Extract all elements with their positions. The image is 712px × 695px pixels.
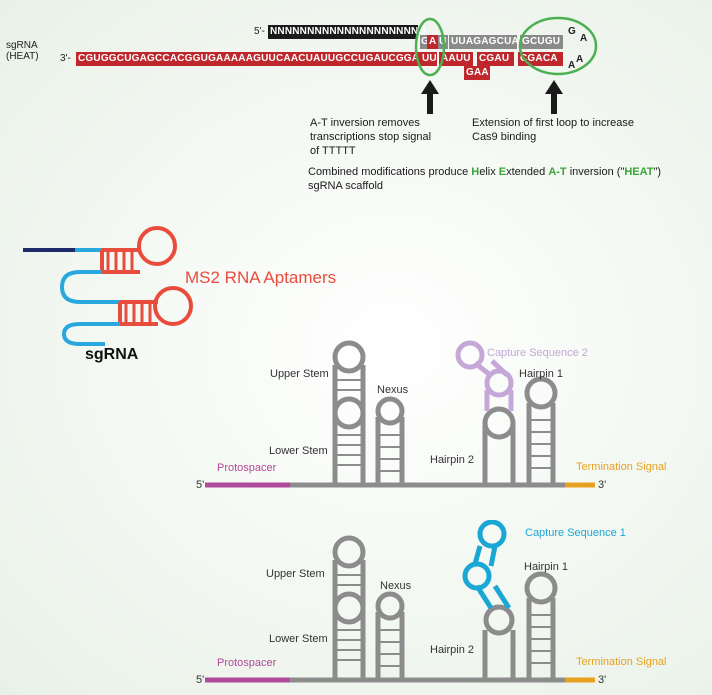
combined-e: E <box>498 166 507 178</box>
capture-sequence-2-loop <box>455 340 514 411</box>
nexus-label-1: Nexus <box>377 384 409 396</box>
at-inversion-note: A-T inversion removes transcriptions sto… <box>310 116 431 158</box>
sgrna-label-line2: (HEAT) <box>6 51 39 62</box>
note1-line3: of TTTTT <box>310 145 356 157</box>
aptamer-loop-2 <box>153 286 193 326</box>
note2-line2: Cas9 binding <box>472 131 537 143</box>
repeat-antirepeat-stem-1 <box>332 340 366 485</box>
nexus-label-2: Nexus <box>380 580 412 592</box>
combined-modifications-note: Combined modifications produce Helix Ext… <box>308 165 661 193</box>
sgrna-heat-label: sgRNA (HEAT) <box>6 40 39 62</box>
loop-a1: A <box>580 33 588 44</box>
lower-stem-label-1: Lower Stem <box>269 445 328 457</box>
termination-label-2: Termination Signal <box>576 656 667 668</box>
capture-sequence-1-loop <box>462 520 512 610</box>
combined-elix: elix <box>479 166 499 178</box>
top-seq-uuagagcua: UUAGAGCUA <box>449 35 519 49</box>
loop-extension-note: Extension of first loop to increase Cas9… <box>472 116 634 144</box>
combined-heat: HEAT <box>624 166 654 178</box>
combined-line1: Combined modifications produce Helix Ext… <box>308 165 661 179</box>
sgrna-label-line1: sgRNA <box>6 40 38 51</box>
protospacer-label-1: Protospacer <box>217 462 277 474</box>
hairpin2-label-2: Hairpin 2 <box>430 644 475 656</box>
top-annotation-svg <box>414 16 598 114</box>
bottom-seq-main: CGUGGCUGAGCCACGGUGAAAAAGUUCAACUAUUGCCUGA… <box>76 52 420 66</box>
arrow-up-left-icon <box>421 80 439 114</box>
bottom-seq-uu: UU <box>420 52 437 66</box>
sgrna-structure-2 <box>205 520 595 683</box>
hairpin-2-stem-1 <box>482 406 516 485</box>
hairpin1-label-2: Hairpin 1 <box>524 561 569 573</box>
upper-stem-label-2: Upper Stem <box>266 568 325 580</box>
note1-line1: A-T inversion removes <box>310 117 420 129</box>
loop-a2: A <box>576 54 584 65</box>
top-seq-g: G <box>420 35 430 49</box>
loop-g: G <box>568 26 576 37</box>
capture-seq-2-label: Capture Sequence 2 <box>487 347 588 359</box>
three-prime-2: 3' <box>598 674 607 686</box>
nexus-hairpin-1 <box>375 396 405 485</box>
combined-pre: Combined modifications produce <box>308 166 472 178</box>
upper-stem-label-1: Upper Stem <box>270 368 329 380</box>
loop-extension-highlight <box>518 16 598 76</box>
five-prime-label: 5'- <box>254 26 265 37</box>
bottom-seq-cgau: CGAU <box>477 52 514 66</box>
top-seq-gcugu: GCUGU <box>520 35 563 49</box>
bottom-seq-aauu: AAUU <box>439 52 473 66</box>
sgrna-structure-1 <box>205 340 595 488</box>
bulge-gaa: GAA <box>464 66 490 80</box>
nexus-hairpin-2 <box>375 591 405 680</box>
top-seq-a-red: A <box>427 35 438 49</box>
termination-label-1: Termination Signal <box>576 461 667 473</box>
three-prime-1: 3' <box>598 479 607 491</box>
spacer-sequence: NNNNNNNNNNNNNNNNNNNNN <box>268 25 426 39</box>
hairpin1-label-1: Hairpin 1 <box>519 368 564 380</box>
three-prime-label: 3'- <box>60 53 71 64</box>
lower-stem-label-2: Lower Stem <box>269 633 328 645</box>
arrow-up-right-icon <box>545 80 563 114</box>
five-prime-2: 5' <box>196 674 205 686</box>
capture-seq-1-label: Capture Sequence 1 <box>525 527 626 539</box>
note2-line1: Extension of first loop to increase <box>472 117 635 129</box>
five-prime-1: 5' <box>196 479 205 491</box>
aptamer-loop-1 <box>137 226 177 266</box>
combined-at: A-T <box>548 166 567 178</box>
combined-h: H <box>471 166 480 178</box>
combined-xtended: xtended <box>506 166 549 178</box>
ms2-title: MS2 RNA Aptamers <box>185 268 337 287</box>
note1-line2: transcriptions stop signal <box>310 131 432 143</box>
loop-a3: A <box>568 60 576 71</box>
at-inversion-highlight <box>414 17 446 77</box>
bottom-seq-cgaca: CGACA <box>518 52 563 66</box>
combined-inv: inversion (" <box>566 166 625 178</box>
hairpin2-label-1: Hairpin 2 <box>430 454 475 466</box>
combined-line2: sgRNA scaffold <box>308 180 384 192</box>
hairpin-2-stem-2 <box>482 604 516 680</box>
sgrna-cartoon-label: sgRNA <box>85 346 139 363</box>
protospacer-label-2: Protospacer <box>217 657 277 669</box>
repeat-antirepeat-stem-2 <box>332 535 366 680</box>
ms2-aptamer-cartoon <box>23 226 193 346</box>
combined-end: ") <box>653 166 662 178</box>
